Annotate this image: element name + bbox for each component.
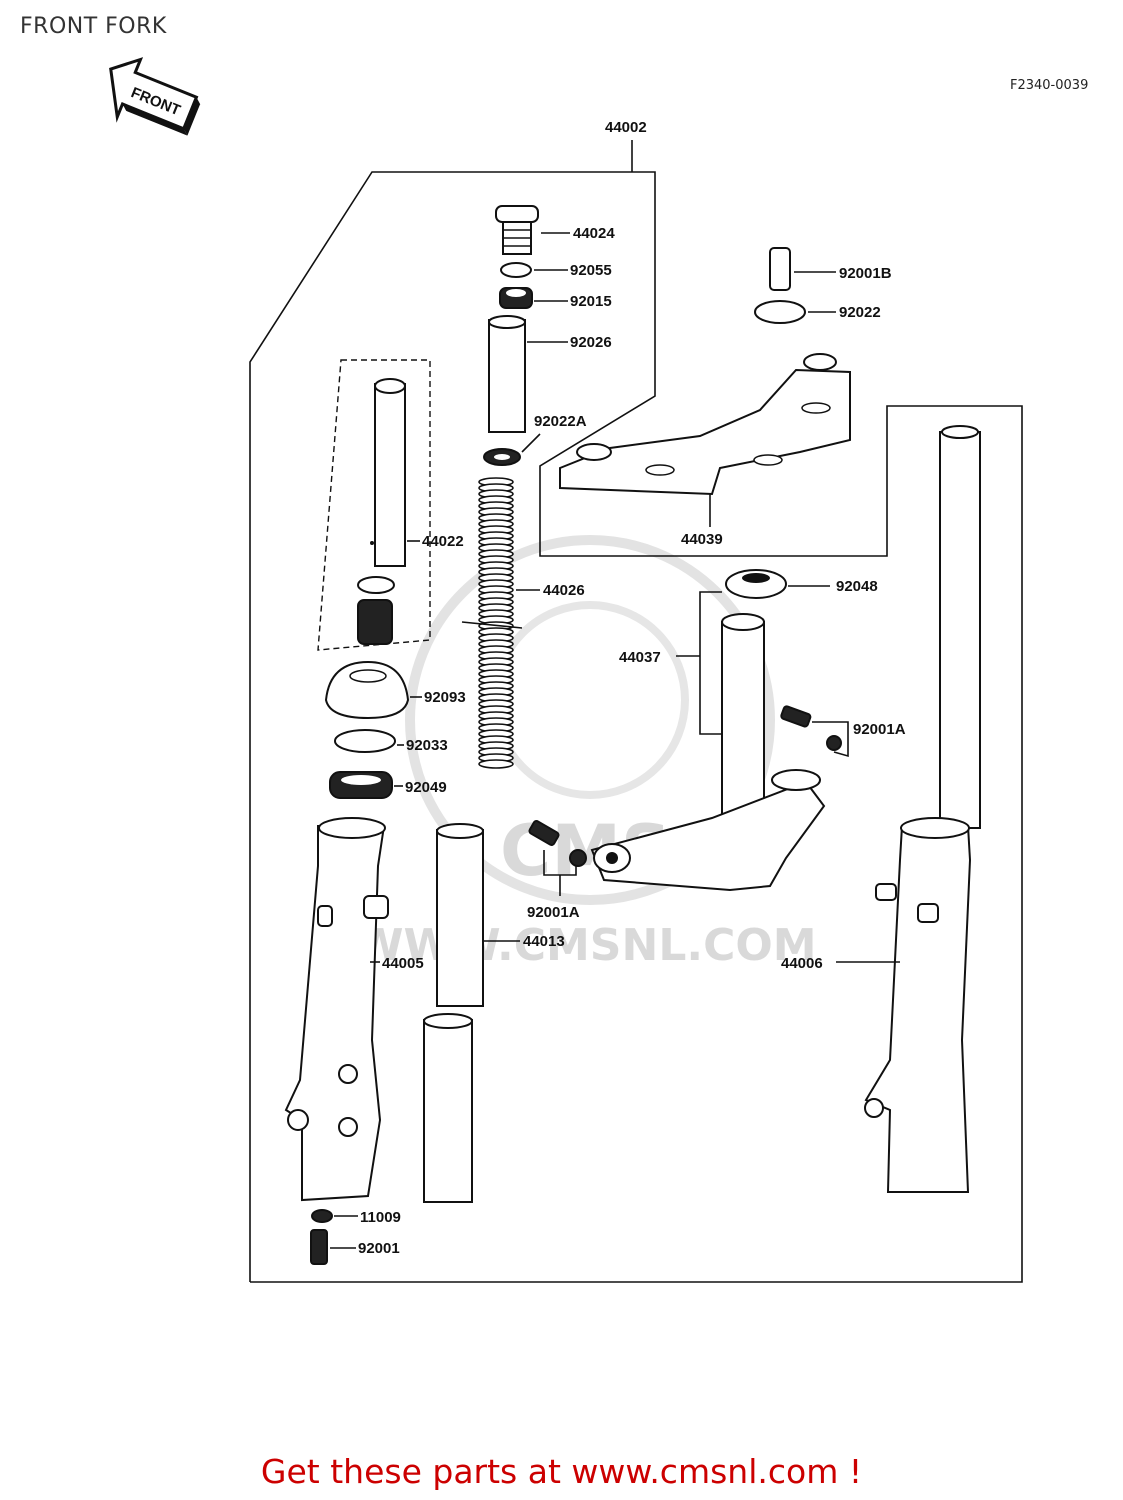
callout-44005: 44005 xyxy=(382,955,424,972)
callout-44006: 44006 xyxy=(781,955,823,972)
callout-44022: 44022 xyxy=(422,533,464,550)
o-ring xyxy=(500,262,532,278)
gasket xyxy=(311,1209,333,1223)
callout-92093: 92093 xyxy=(424,689,466,706)
callout-92001A-upper: 92001A xyxy=(853,721,906,738)
left-outer-tube xyxy=(284,817,389,1202)
spring-coil xyxy=(478,759,514,769)
top-bracket xyxy=(559,353,851,496)
callout-44013: 44013 xyxy=(523,933,565,950)
oil-seal xyxy=(329,771,393,799)
diagram-reference-code: F2340-0039 xyxy=(1010,78,1089,93)
inner-tube xyxy=(423,823,484,1203)
callout-44024: 44024 xyxy=(573,225,615,242)
spring-spacer-collar xyxy=(488,315,526,433)
damper-rod xyxy=(357,378,406,645)
callout-92049: 92049 xyxy=(405,779,447,796)
bracket-washer xyxy=(754,300,806,324)
callout-92033: 92033 xyxy=(406,737,448,754)
stem-cap-nut xyxy=(725,569,787,599)
callout-44026: 44026 xyxy=(543,582,585,599)
callout-44037: 44037 xyxy=(619,649,661,666)
callout-92048: 92048 xyxy=(836,578,878,595)
callout-92022A: 92022A xyxy=(534,413,587,430)
callout-92026: 92026 xyxy=(570,334,612,351)
callout-92001A-lower: 92001A xyxy=(527,904,580,921)
callout-92001B: 92001B xyxy=(839,265,892,282)
retaining-ring xyxy=(334,729,396,753)
steering-stem-bracket xyxy=(590,613,826,892)
clamp-bolt-lower xyxy=(528,820,587,867)
footer-parts-link[interactable]: Get these parts at www.cmsnl.com ! xyxy=(260,1452,863,1491)
callout-11009: 11009 xyxy=(360,1209,401,1226)
clamp-bolt-upper xyxy=(780,705,842,751)
fork-cap-bolt xyxy=(495,205,539,255)
callout-44039: 44039 xyxy=(681,531,723,548)
callout-92055: 92055 xyxy=(570,262,612,279)
drain-bolt xyxy=(310,1229,328,1265)
page-title: FRONT FORK xyxy=(20,14,167,39)
right-fork-tube xyxy=(864,425,981,1193)
callout-92022: 92022 xyxy=(839,304,881,321)
fork-spring xyxy=(478,477,514,769)
front-direction-arrow: FRONT xyxy=(109,57,201,136)
spacer-washer xyxy=(499,287,533,309)
bracket-bolt xyxy=(769,247,791,291)
dust-seal xyxy=(324,660,410,720)
watermark-url-text: WWW.CMSNL.COM xyxy=(355,920,817,971)
callout-92001-bottom: 92001 xyxy=(358,1240,400,1257)
assembly-outline xyxy=(249,171,1023,1283)
callout-44002: 44002 xyxy=(605,119,647,136)
callout-92015: 92015 xyxy=(570,293,612,310)
